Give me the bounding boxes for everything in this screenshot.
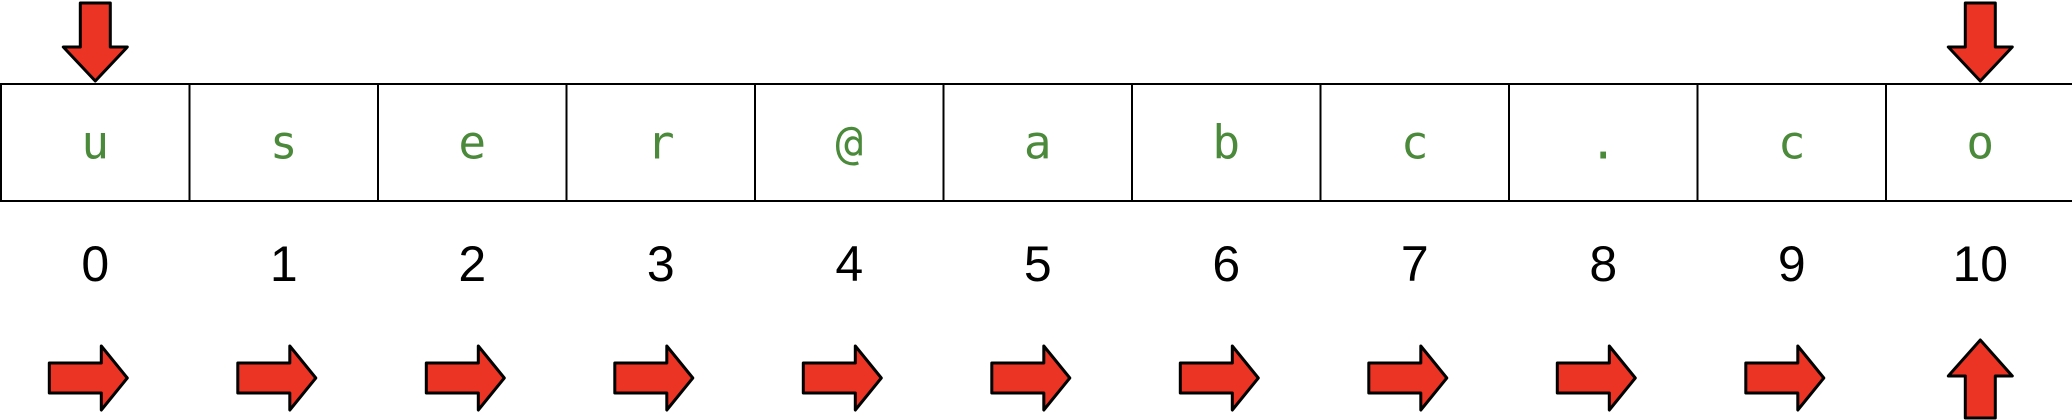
index-label: 1 bbox=[270, 236, 298, 292]
char-value: b bbox=[1212, 116, 1240, 170]
arrow-up-icon bbox=[1946, 338, 2014, 420]
char-cell-box bbox=[1885, 83, 2072, 202]
pointer-arrows-top bbox=[61, 1, 2014, 83]
arrow-right-icon bbox=[1178, 344, 1260, 412]
char-cell: e bbox=[377, 83, 568, 202]
char-cell-box bbox=[1131, 83, 1322, 202]
arrow-down-icon bbox=[61, 1, 129, 83]
char-value: @ bbox=[835, 116, 863, 170]
char-cell: b bbox=[1131, 83, 1322, 202]
index-label: 0 bbox=[81, 236, 109, 292]
arrow-right-icon bbox=[1367, 344, 1449, 412]
char-cell-box bbox=[1508, 83, 1699, 202]
char-cell-box bbox=[377, 83, 568, 202]
char-cell-box bbox=[188, 83, 379, 202]
index-label: 10 bbox=[1952, 236, 2008, 292]
char-cell: r bbox=[565, 83, 756, 202]
char-value: c bbox=[1401, 116, 1429, 170]
index-label: 9 bbox=[1778, 236, 1806, 292]
char-cell: @ bbox=[754, 83, 945, 202]
char-value: c bbox=[1778, 116, 1806, 170]
index-labels: 0 1 2 3 4 5 6 7 8 9 10 bbox=[81, 236, 2008, 292]
char-cell-box bbox=[0, 83, 191, 202]
index-label: 5 bbox=[1024, 236, 1052, 292]
index-label: 6 bbox=[1212, 236, 1240, 292]
char-cell-box bbox=[565, 83, 756, 202]
arrow-right-icon bbox=[424, 344, 506, 412]
char-value: r bbox=[647, 116, 675, 170]
char-value: o bbox=[1966, 116, 1994, 170]
char-cell: s bbox=[188, 83, 379, 202]
character-cells: u s e r @ a b c. c o bbox=[0, 83, 2072, 202]
index-label: 7 bbox=[1401, 236, 1429, 292]
arrow-right-icon bbox=[1555, 344, 1637, 412]
char-value: . bbox=[1589, 116, 1617, 170]
char-cell: o bbox=[1885, 83, 2072, 202]
char-cell: c bbox=[1696, 83, 1887, 202]
char-cell-box bbox=[1696, 83, 1887, 202]
char-cell: . bbox=[1508, 83, 1699, 202]
arrow-right-icon bbox=[801, 344, 883, 412]
char-cell-box bbox=[754, 83, 945, 202]
arrow-right-icon bbox=[1744, 344, 1826, 412]
direction-arrows-bottom bbox=[47, 338, 2014, 420]
index-label: 2 bbox=[458, 236, 486, 292]
char-value: u bbox=[81, 116, 109, 170]
char-value: a bbox=[1024, 116, 1052, 170]
char-cell: c bbox=[1319, 83, 1510, 202]
index-label: 3 bbox=[647, 236, 675, 292]
arrow-right-icon bbox=[47, 344, 129, 412]
char-cell-box bbox=[942, 83, 1133, 202]
index-label: 4 bbox=[835, 236, 863, 292]
char-value: s bbox=[270, 116, 298, 170]
index-label: 8 bbox=[1589, 236, 1617, 292]
char-value: e bbox=[458, 116, 486, 170]
arrow-right-icon bbox=[990, 344, 1072, 412]
arrow-right-icon bbox=[236, 344, 318, 412]
arrow-right-icon bbox=[613, 344, 695, 412]
arrow-down-icon bbox=[1946, 1, 2014, 83]
char-cell-box bbox=[1319, 83, 1510, 202]
char-cell: u bbox=[0, 83, 191, 202]
char-cell: a bbox=[942, 83, 1133, 202]
